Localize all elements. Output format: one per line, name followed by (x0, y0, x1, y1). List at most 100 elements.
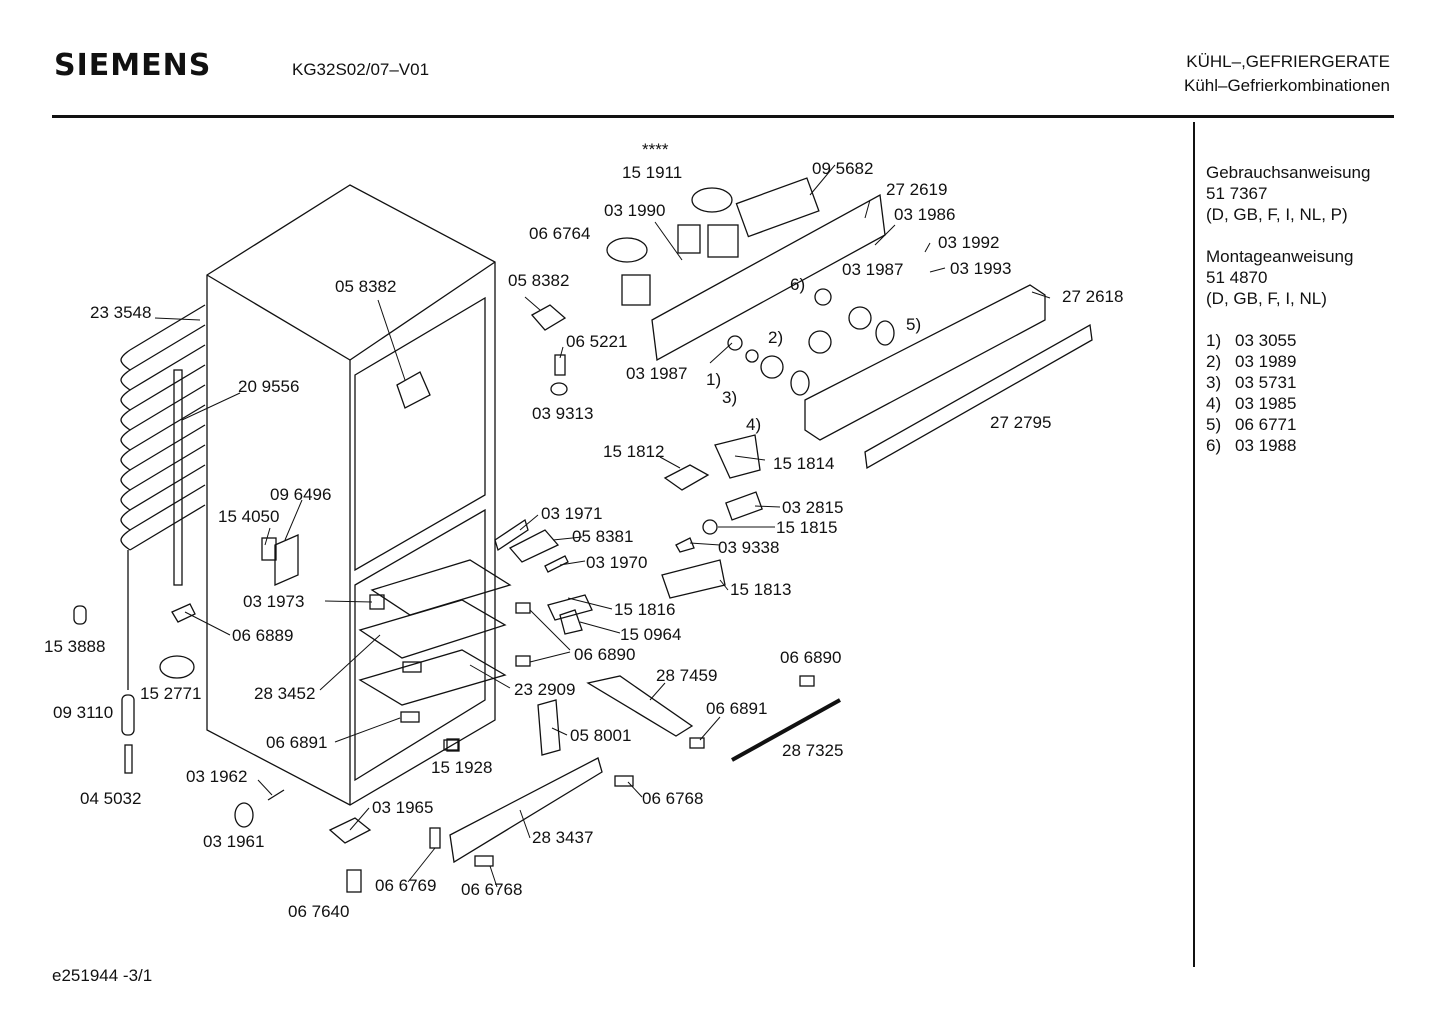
thermostat (707, 224, 739, 258)
thermostat (621, 274, 651, 306)
lamp-socket (261, 537, 277, 561)
washer (550, 382, 568, 396)
shelf-clip (689, 737, 705, 749)
foot-bracket (328, 817, 372, 844)
install-number: 51 4870 (1206, 268, 1268, 287)
diagram-label: 03 1970 (586, 553, 647, 572)
bracket (530, 304, 567, 331)
ring (875, 320, 895, 346)
sensor (124, 744, 133, 774)
rod (731, 698, 841, 762)
screw (614, 775, 634, 787)
diagram-label: 06 6890 (780, 648, 841, 667)
diagram-label: 15 1911 (622, 163, 682, 182)
diagram-label: 06 6890 (574, 645, 635, 664)
diagram-label: 03 2815 (782, 498, 843, 517)
diagram-label: 15 1928 (431, 758, 492, 777)
diagram-label: 15 1815 (776, 518, 837, 537)
diagram-label: 28 3437 (532, 828, 593, 847)
footnote-part: 03 1988 (1235, 436, 1297, 455)
diagram-label: 23 3548 (90, 303, 151, 322)
screw (474, 855, 494, 867)
fridge-compartment (354, 296, 486, 572)
install-languages: (D, GB, F, I, NL) (1206, 289, 1327, 308)
heater-bar (173, 369, 183, 586)
diagram-label: 23 2909 (514, 680, 575, 699)
shelf (370, 559, 512, 616)
diagram-label: 09 5682 (812, 159, 873, 178)
diagram-label: 15 3888 (44, 637, 105, 656)
diagram-label: 03 1973 (243, 592, 304, 611)
cap (73, 605, 87, 625)
trim-strip (804, 284, 1046, 441)
footnote-key: 4) (1206, 394, 1222, 413)
diagram-label: 03 1986 (894, 205, 955, 224)
diagram-label: **** (642, 140, 669, 159)
document-reference: e251944 -3/1 (52, 966, 153, 985)
diagram-label: 03 9313 (532, 404, 593, 423)
shelf-clip (515, 602, 531, 614)
knob (727, 335, 743, 351)
diagram-label: 03 1990 (604, 201, 665, 220)
diagram-label: 06 6764 (529, 224, 590, 243)
diagram-label: 06 6768 (642, 789, 703, 808)
diagram-label: 1) (706, 370, 721, 389)
bulb (675, 537, 695, 553)
brand-logo: SIEMENS (54, 48, 212, 83)
footnote-part: 06 6771 (1235, 415, 1297, 434)
hinge-plate (559, 609, 583, 635)
footnote-key: 2) (1206, 352, 1222, 371)
diagram-label: 27 2618 (1062, 287, 1123, 306)
diagram-label: 03 9338 (718, 538, 779, 557)
shelf (358, 599, 507, 659)
part-labels: **** 15 1911 09 5682 27 2619 03 1990 03 … (44, 140, 1123, 921)
ring (790, 370, 810, 396)
light-cover (663, 464, 710, 491)
diagram-label: 03 1971 (541, 504, 602, 523)
shelf-clip (400, 711, 420, 723)
adjustable-foot (346, 869, 362, 893)
shelf-clip (402, 661, 422, 673)
diagram-label: 05 8381 (572, 527, 633, 546)
footnote-key: 5) (1206, 415, 1222, 434)
diagram-label: 4) (746, 415, 761, 434)
footnote-part: 03 5731 (1235, 373, 1297, 392)
diagram-label: 06 5221 (566, 332, 627, 351)
ice-tray (661, 559, 726, 599)
diagram-label: 09 3110 (53, 703, 113, 722)
diagram-label: 27 2795 (990, 413, 1051, 432)
freezer-compartment (354, 508, 486, 782)
diagram-label: 03 1962 (186, 767, 247, 786)
category-subtitle: Kühl–Gefrierkombinationen (1183, 76, 1390, 95)
shelf-clip (443, 739, 459, 751)
circuit-board (735, 177, 820, 238)
knob (814, 288, 832, 306)
knob (760, 355, 784, 379)
manual-title: Gebrauchsanweisung (1206, 163, 1371, 182)
bracket (171, 603, 196, 623)
bracket (537, 699, 561, 756)
clip (544, 555, 569, 573)
base-strip (449, 757, 603, 864)
diagram-label: 05 8382 (335, 277, 396, 296)
diagram-label: 03 1992 (938, 233, 999, 252)
diagram-label: 05 8382 (508, 271, 569, 290)
shelf-strip (586, 675, 694, 737)
diagram-label: 06 6889 (232, 626, 293, 645)
lamp (725, 491, 763, 521)
condenser-coil (129, 304, 206, 551)
diagram-label: 15 1812 (603, 442, 664, 461)
manual-number: 51 7367 (1206, 184, 1268, 203)
pin (554, 354, 566, 376)
hinge-bracket (508, 529, 560, 563)
switch (677, 224, 701, 254)
cabinet-outline (206, 184, 496, 806)
diagram-label: 27 2619 (886, 180, 947, 199)
lamp-cover (714, 434, 761, 479)
header-divider (52, 115, 1394, 118)
diagram-label: 09 6496 (270, 485, 331, 504)
roller (234, 802, 254, 828)
footnote-key: 3) (1206, 373, 1222, 392)
footnote-part: 03 1989 (1235, 352, 1297, 371)
model-number: KG32S02/07–V01 (292, 60, 430, 79)
